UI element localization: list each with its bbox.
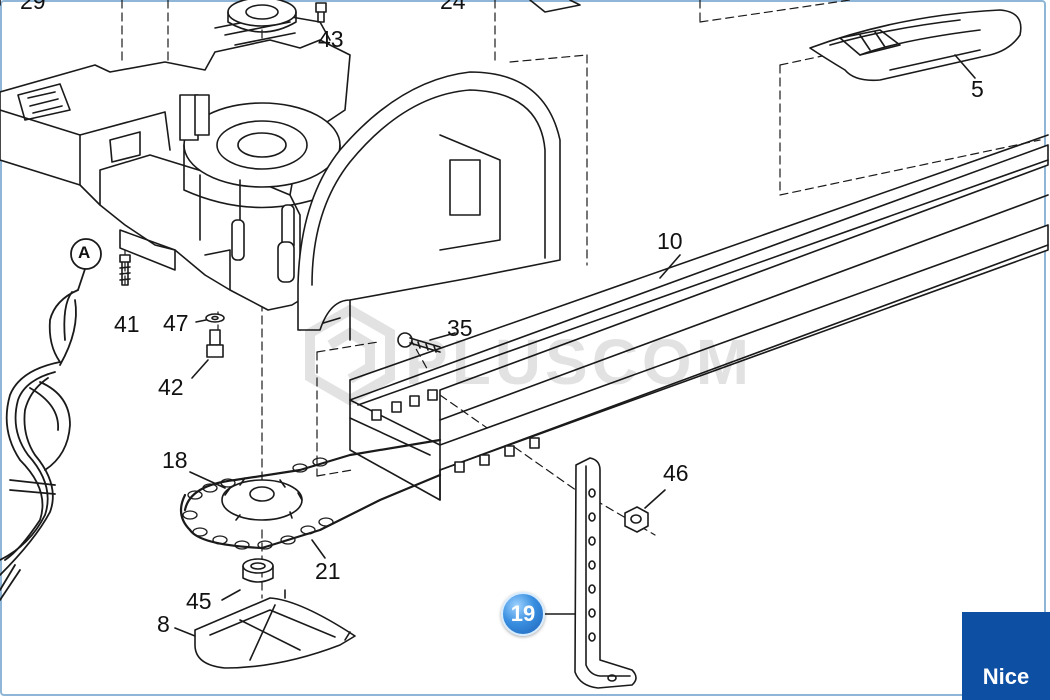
part-label-35: 35 (447, 315, 473, 341)
part-label-24: 24 (440, 0, 466, 14)
part-8-cover (174, 589, 356, 669)
part-label-29: 29 (20, 0, 46, 14)
cable-a (0, 238, 102, 601)
part-label-21: 21 (315, 558, 341, 584)
part-label-a: A (78, 243, 91, 262)
highlighted-part-number: 19 (510, 601, 536, 626)
watermark-logo-icon (305, 304, 395, 406)
part-19-bracket (544, 457, 637, 689)
rail-part-10 (349, 134, 1049, 501)
part-label-43: 43 (318, 26, 344, 52)
part-label-41: 41 (114, 311, 140, 337)
part-label-45: 45 (186, 588, 212, 614)
part-label-5: 5 (971, 76, 984, 102)
part-43-screw (315, 2, 327, 23)
motor-housing (0, 14, 351, 331)
part-top-bearing (227, 0, 297, 33)
housing-dome (297, 71, 561, 341)
part-35-screw (397, 332, 456, 353)
part-46-nut (624, 489, 666, 533)
watermark-text: PLUSCOM (405, 326, 753, 398)
part-18-sprocket (189, 471, 303, 521)
part-label-18: 18 (162, 447, 188, 473)
part-label-10: 10 (657, 228, 683, 254)
part-21-chain (179, 438, 442, 559)
part-41-screw (119, 254, 131, 286)
part-label-47: 47 (163, 310, 189, 336)
part-label-42: 42 (158, 374, 184, 400)
brand-name: Nice (982, 664, 1030, 689)
pluscom-watermark: PLUSCOM (300, 304, 795, 406)
nice-brand-logo: Nice (962, 612, 1050, 700)
part-45-bushing (221, 558, 274, 601)
part-5-handle (809, 9, 1022, 82)
part-42-bolt (191, 329, 224, 379)
part-label-46: 46 (663, 460, 689, 486)
part-47-washer (195, 313, 225, 323)
highlighted-part-19-badge[interactable]: 19 (501, 592, 545, 636)
part-24-fragment (529, 0, 581, 13)
part-label-8: 8 (157, 611, 170, 637)
